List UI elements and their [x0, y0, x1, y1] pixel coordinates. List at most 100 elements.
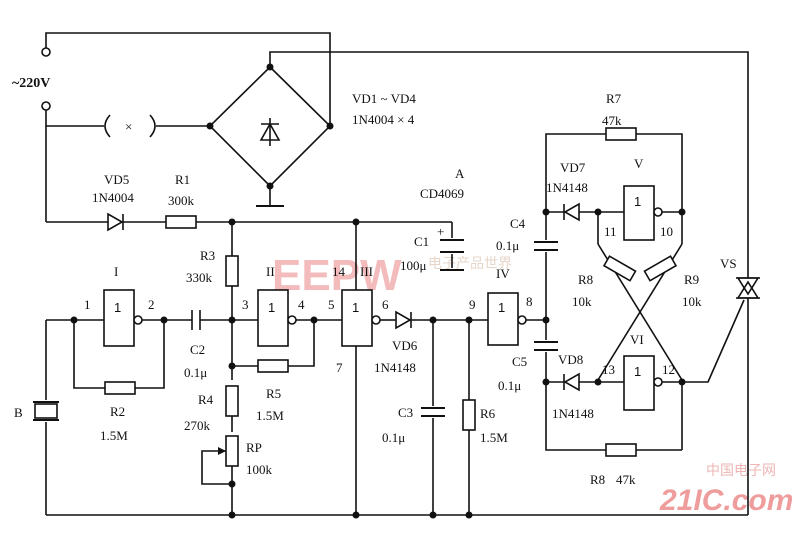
ac-wire-top	[45, 32, 331, 126]
gate-4-label: IV	[496, 266, 510, 281]
r9-value-label: 10k	[682, 294, 702, 309]
vd6-ref-label: VD6	[392, 338, 418, 353]
vd7-ref-label: VD7	[560, 160, 586, 175]
ic-gnd-pin-label: 7	[336, 360, 343, 375]
junction-dot	[206, 122, 214, 130]
r2-value-label: 1.5M	[100, 428, 128, 443]
r7-resistor	[605, 127, 637, 141]
gate-6-label: VI	[630, 332, 644, 347]
gate-5-pin-out: 10	[660, 224, 673, 239]
r5-ref-label: R5	[266, 386, 281, 401]
junction-dot	[429, 511, 437, 519]
ac-supply-label: ~220V	[12, 76, 50, 91]
r8a-ref-label: R8	[578, 272, 593, 287]
gate-1-pin-in: 1	[84, 297, 91, 312]
gate-3-symbol: 1	[352, 300, 359, 315]
triac-lower-icon	[736, 280, 760, 299]
gate-5-symbol: 1	[634, 194, 641, 209]
junction-dot	[228, 480, 236, 488]
c4-ref-label: C4	[510, 216, 526, 231]
r6-resistor	[462, 399, 476, 431]
r8-resistor	[602, 255, 637, 282]
c1-ref-label: C1	[414, 234, 429, 249]
vd5-ref-label: VD5	[104, 172, 129, 187]
rp-ref-label: RP	[246, 440, 262, 455]
power-supply: VD5 1N4004 R1 300k + C1 100μ A CD4069	[46, 166, 465, 273]
gate-6-bubble	[653, 377, 663, 387]
buzzer-ref-label: B	[14, 405, 23, 420]
ac-terminal-top	[41, 47, 51, 57]
rp-wiper-arrow-icon	[218, 447, 226, 455]
eepw-watermark: EEPW 电子产品世界	[272, 251, 512, 300]
r6-value-label: 1.5M	[480, 430, 508, 445]
vd7-diode-icon	[563, 202, 580, 222]
r1-value-label: 300k	[168, 193, 195, 208]
buzzer-body	[34, 403, 58, 419]
c3-ref-label: C3	[398, 405, 413, 420]
c4-value-label: 0.1μ	[496, 238, 519, 253]
triac-upper-icon	[736, 277, 760, 296]
junction-dot	[352, 511, 360, 519]
r5-value-label: 1.5M	[256, 408, 284, 423]
gate-2-pin-out: 4	[298, 297, 305, 312]
vd8-part-label: 1N4148	[552, 406, 594, 421]
r3-value-label: 330k	[186, 270, 213, 285]
gate-2-label: II	[266, 264, 275, 279]
c5-value-label: 0.1μ	[498, 378, 521, 393]
gate-2-pin-in: 3	[242, 297, 249, 312]
load-bracket-right	[149, 114, 156, 138]
junction-dot	[228, 316, 236, 324]
gate-3-label: III	[360, 264, 373, 279]
gate-2-amplifier: R3 330k 1 II 3 4 R5 1.5M R4 270k RP 100k	[184, 222, 342, 515]
r8b-resistor	[605, 443, 637, 457]
bridge-to-triac-wire	[269, 51, 749, 278]
gate-1-symbol: 1	[114, 300, 121, 315]
21ic-watermark-text: 21IC.com	[659, 484, 793, 517]
r7-ref-label: R7	[606, 91, 622, 106]
r8b-value-label: 47k	[616, 472, 636, 487]
gate-4-bubble	[517, 315, 527, 325]
r5-wire-right	[288, 320, 315, 367]
junction-dot	[228, 511, 236, 519]
ac-terminal-bottom	[41, 101, 51, 111]
gate-1-body	[103, 289, 135, 347]
r1-ref-label: R1	[175, 172, 190, 187]
gate-6-symbol: 1	[634, 364, 641, 379]
r7-value-label: 47k	[602, 113, 622, 128]
junction-dot	[594, 378, 602, 386]
gate-5-bubble	[653, 207, 663, 217]
r2-ref-label: R2	[110, 404, 125, 419]
21ic-watermark: 中国电子网 21IC.com	[659, 463, 793, 517]
r8b-wire-left	[545, 382, 606, 451]
gate-6-pin-out: 12	[662, 362, 675, 377]
gate-2-symbol: 1	[268, 300, 275, 315]
r6-ref-label: R6	[480, 406, 496, 421]
vd8-ref-label: VD8	[558, 352, 583, 367]
r2-wire-right	[135, 320, 165, 389]
r7-wire-left	[545, 133, 606, 212]
junction-dot	[465, 511, 473, 519]
ac-input: ~220V ×	[12, 32, 331, 222]
c1-value-label: 100μ	[400, 258, 427, 273]
gate-1-label: I	[114, 264, 118, 279]
gate-1-oscillator: 1 I 1 2 R2 1.5M C2 0.1μ	[70, 264, 258, 443]
c2-ref-label: C2	[190, 342, 205, 357]
gate-5-pin-in: 11	[604, 224, 617, 239]
rp-potentiometer	[225, 435, 239, 467]
gate-4-buffer: 1 IV 9 8	[469, 266, 550, 346]
r5-resistor	[257, 359, 289, 373]
bridge-part-label: 1N4004 × 4	[352, 112, 415, 127]
vd5-part-label: 1N4004	[92, 190, 134, 205]
r4-value-label: 270k	[184, 418, 211, 433]
r3-resistor	[225, 255, 239, 287]
gate-2-bubble	[287, 315, 297, 325]
bridge-ref-label: VD1 ~ VD4	[352, 91, 416, 106]
r7-wire-right	[636, 133, 683, 212]
ic-part-label: CD4069	[420, 186, 464, 201]
r8b-ref-label: R8	[590, 472, 605, 487]
buzzer: B	[14, 319, 74, 515]
gate-1-bubble	[133, 315, 143, 325]
triac-gate-wire	[682, 299, 745, 383]
gate-6-pin-in: 13	[602, 362, 615, 377]
